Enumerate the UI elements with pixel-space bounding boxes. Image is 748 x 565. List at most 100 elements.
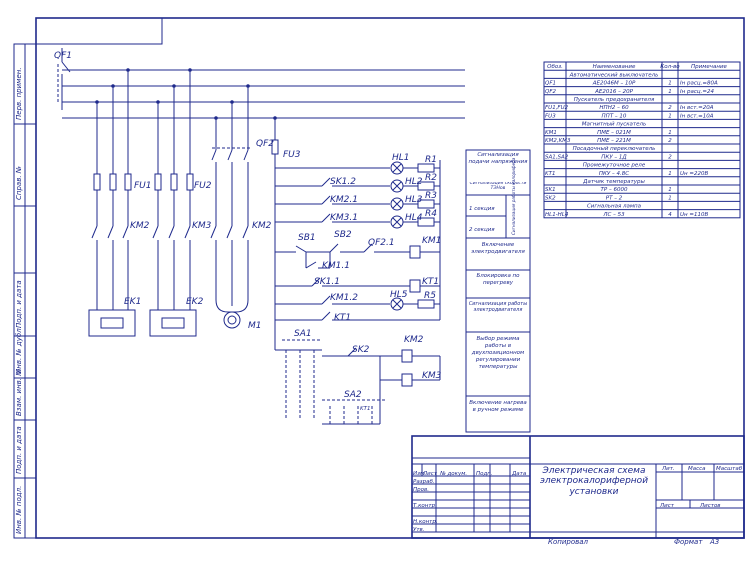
spec-cell-qty: 1 (668, 89, 672, 95)
label-qf2: QF2 (256, 139, 274, 149)
power-buses: QF1 (54, 48, 465, 120)
label-kt1-small: KT1 (360, 406, 370, 412)
tb-massa: Масса (688, 466, 706, 472)
spec-cell-name: Пускатель предохранителя (574, 97, 655, 103)
spec-cell-name: АЕ2046М – 10Р (592, 81, 636, 87)
spec-table: Обоз. Наименование Кол-во ПримечаниеАвтомат… (543, 61, 741, 219)
side-stamp: Перв. примен. Справ. № Подп. и дата Инв.… (13, 43, 37, 539)
spec-cell-note: Iн вст.=20А (680, 105, 714, 111)
tb-h-data: Дата (511, 471, 527, 477)
label-sk12: SK1.2 (330, 177, 356, 187)
stamp-sprav: Справ. № (15, 166, 23, 200)
spec-header-1: Наименование (593, 64, 636, 70)
spec-cell-name: ПКУ – 4.8С (599, 171, 629, 177)
label-hl5: HL5 (390, 290, 408, 300)
control-circuit: FU3 HL1 R1 SK1.2 HL2 R2 KM2.1 HL3 R3 KM3… (271, 118, 442, 425)
label-r1: R1 (425, 155, 437, 165)
tb-format-value: А3 (709, 538, 719, 546)
spec-cell-code: KM1 (545, 130, 557, 136)
heater-section-1: FU1 KM2 EK1 (88, 70, 152, 337)
spec-cell-name: АЕ2016 – 20Р (594, 89, 633, 95)
spec-cell-name: Промежуточное реле (583, 163, 646, 169)
spec-cell-qty: 1 (668, 195, 672, 201)
spec-cell-name: Сигнальная лампа (587, 204, 642, 210)
spec-cell-code: QF2 (545, 89, 556, 95)
spec-cell-note: Uн =110В (680, 212, 708, 218)
annot-heater-work: Сигнализация работы калорифера (511, 157, 516, 235)
stamp-perv-primen: Перв. примен. (15, 67, 23, 120)
tb-role-prov: Пров. (413, 487, 429, 493)
spec-cell-qty: 2 (668, 154, 672, 160)
tb-h-podp: Подп. (476, 471, 493, 477)
spec-cell-qty: 1 (668, 113, 672, 119)
label-km2-power: KM2 (130, 221, 150, 231)
spec-cell-qty: 1 (668, 171, 672, 177)
label-sb1: SB1 (298, 233, 316, 243)
spec-header-0: Обоз. (547, 64, 563, 70)
label-qf21: QF2.1 (368, 238, 395, 248)
label-kt1-contact: KT1 (334, 313, 351, 323)
spec-cell-name: ППТ – 10 (602, 113, 627, 119)
spec-cell-qty: 1 (668, 81, 672, 87)
tb-h-doc: № докум. (439, 471, 467, 477)
label-sb2: SB2 (334, 230, 352, 240)
tb-listov: Листов (699, 503, 721, 509)
spec-cell-note: Iн расц.=80А (680, 81, 718, 87)
label-km12: KM1.2 (330, 293, 358, 303)
label-sa2: SA2 (344, 390, 362, 400)
label-fu1: FU1 (134, 181, 152, 191)
annot-manual-heat: Включение нагрева в ручном режиме (469, 400, 527, 413)
annot-motor-on: Включение электродвигателя (471, 242, 525, 255)
label-hl4: HL4 (405, 213, 423, 223)
label-km1: KM1 (422, 236, 441, 246)
annotation-column: Сигнализация подачи напряжения Сигнализа… (465, 149, 531, 433)
spec-cell-qty: 1 (668, 130, 672, 136)
tb-title: Электрическая схема электрокалориферной … (540, 466, 648, 497)
label-fu3: FU3 (283, 150, 301, 160)
tb-role-nkontr: Н.контр. (413, 519, 438, 525)
spec-cell-qty: 1 (668, 187, 672, 193)
spec-cell-code: SK1 (545, 187, 556, 193)
label-hl2: HL2 (405, 177, 423, 187)
spec-header-3: Примечание (691, 64, 728, 70)
spec-cell-name: Посадочный переключатель (573, 146, 656, 152)
spec-cell-name: ТР – 6000 (601, 187, 628, 193)
label-hl3: HL3 (405, 195, 423, 205)
motor-circuit: QF2 KM2 M1 (210, 86, 274, 331)
tb-h-izm: Изм. (413, 471, 426, 477)
spec-cell-name: Автоматический выключатель (569, 72, 659, 78)
tb-format: Формат (674, 538, 703, 546)
tb-role-razrab: Разраб. (413, 479, 435, 485)
label-m1: M1 (248, 321, 262, 331)
label-r5: R5 (424, 291, 436, 301)
spec-cell-code: SA1,SA2 (545, 154, 569, 160)
tb-kopiroval: Копировал (548, 538, 589, 546)
label-r2: R2 (425, 173, 437, 183)
spec-cell-code: QF1 (545, 81, 556, 87)
annot-overheat: Блокировка по перегреву (476, 273, 519, 286)
label-km31: KM3.1 (330, 213, 358, 223)
tb-h-list: Лист (422, 471, 438, 477)
spec-cell-name: ЛС – 53 (602, 212, 625, 218)
annot-section-2: 2 секция (469, 227, 495, 233)
label-km2-motor: KM2 (252, 221, 272, 231)
label-sk11: SK1.1 (314, 277, 340, 287)
spec-cell-code: HL1-HL4 (545, 212, 569, 218)
spec-cell-note: Iн вст.=10А (680, 113, 714, 119)
tb-role-utv: Утв. (413, 527, 425, 533)
tb-role-tkontr: Т.контр. (413, 503, 437, 509)
spec-cell-note: Iн расц.=24 (680, 89, 714, 95)
label-sk2: SK2 (352, 345, 370, 355)
spec-cell-qty: 4 (668, 212, 672, 218)
label-qf1: QF1 (54, 51, 72, 61)
spec-cell-note: Uн =220В (680, 171, 708, 177)
spec-cell-code: FU1,FU2 (545, 105, 569, 111)
sheet-frame (35, 17, 745, 539)
label-km21: KM2.1 (330, 195, 358, 205)
spec-cell-name: Магнитный пускатель (582, 122, 647, 128)
tb-lit: Лит. (661, 466, 675, 472)
spec-header-2: Кол-во (660, 64, 680, 70)
spec-cell-name: РТ – 2 (606, 195, 623, 201)
label-km3-coil: KM3 (422, 371, 442, 381)
annot-motor-signal: Сигнализация работы электродвигателя (469, 301, 527, 313)
